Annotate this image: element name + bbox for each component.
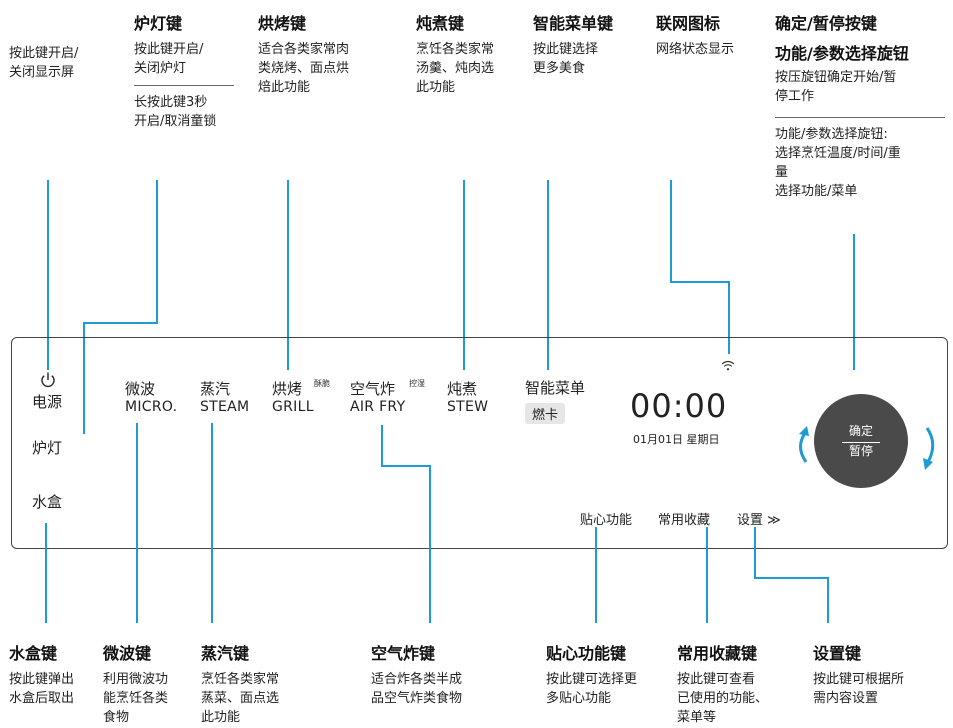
steam-key-title: 蒸汽键 [201,644,250,663]
care-function-key-title: 贴心功能键 [546,644,627,663]
power-desc: 按此键开启/关闭显示屏 [9,46,79,80]
care-function-leader [595,527,597,623]
micro-key-desc: 利用微波功能烹饪各类食物 [103,672,169,725]
clock-date: 01月01日 星期日 [633,433,720,446]
favorites-button[interactable]: 常用收藏 [658,513,711,528]
power-leader [47,180,49,370]
smart-menu-leader [547,180,549,370]
lamp-button[interactable]: 炉灯 [32,439,63,457]
favorites-key-title: 常用收藏键 [677,644,758,663]
settings-button[interactable]: 设置 ≫ [737,513,781,528]
settings-key-title: 设置键 [813,644,862,663]
knob-desc-press: 按压旋钮确定开始/暂停工作 [775,70,897,104]
micro-button[interactable]: 微波 MICRO. [125,380,178,415]
wifi-icon [721,360,735,371]
steam-button[interactable]: 蒸汽 STEAM [200,380,250,415]
confirm-pause-knob[interactable]: 确定 暂停 [814,394,908,488]
water-box-key-desc: 按此键弹出水盒后取出 [9,672,75,706]
favorites-key-desc: 按此键可查看已使用的功能、菜单等 [677,672,769,725]
steam-key-desc: 烹饪各类家常蒸菜、面点选此功能 [201,672,280,725]
water-box-button[interactable]: 水盒 [32,493,63,511]
settings-leader-down [827,577,829,623]
grill-crispy-tag: 酥脆 [314,379,330,388]
air-fry-key-title: 空气炸键 [371,644,436,663]
lamp-desc-separator [134,85,234,86]
wifi-icon-desc: 网络状态显示 [656,42,735,57]
smart-menu-key-title: 智能菜单键 [533,14,614,33]
grill-button[interactable]: 烘烤 GRILL [272,380,314,415]
air-fry-leader-up [381,425,383,467]
bake-key-title: 烘烤键 [258,14,307,33]
stew-button[interactable]: 炖煮 STEW [447,380,489,415]
power-button[interactable]: 电源 [32,393,63,411]
smart-menu-key-desc: 按此键选择更多美食 [533,42,599,76]
wifi-leader-horizontal [670,281,730,283]
stew-leader [463,180,465,370]
bake-key-desc: 适合各类家常肉类烧烤、面点烘焙此功能 [258,42,350,95]
lamp-leader-top [156,180,158,323]
knob-desc-rotate: 功能/参数选择旋钮:选择烹饪温度/时间/重量选择功能/菜单 [775,127,901,199]
air-fry-humidity-tag: 控湿 [409,379,425,388]
settings-leader-horizontal [754,577,829,579]
rotate-right-arrow-icon [923,427,935,470]
rotate-left-arrow-icon [799,426,809,463]
wifi-leader-top [670,180,672,282]
micro-leader [136,423,138,623]
care-function-button[interactable]: 贴心功能 [580,513,633,528]
wifi-leader-down [728,281,730,354]
stew-key-title: 炖煮键 [416,14,465,33]
air-fry-leader-down [429,465,431,623]
confirm-pause-title: 确定/暂停按键 [775,14,877,33]
knob-divider [842,442,880,443]
water-box-key-title: 水盒键 [9,644,58,663]
air-fry-leader-horizontal [381,465,431,467]
lamp-leader-horizontal [83,322,158,324]
knob-desc-separator [775,117,945,118]
knob-title: 功能/参数选择旋钮 [775,44,909,63]
smart-menu-button[interactable]: 智能菜单 [525,379,586,397]
micro-key-title: 微波键 [103,644,152,663]
stew-key-desc: 烹饪各类家常汤羹、炖肉选此功能 [416,42,495,95]
smart-menu-card-chip: 燃卡 [525,403,566,424]
settings-leader-up [754,527,756,579]
power-icon[interactable] [39,371,57,389]
settings-key-desc: 按此键可根据所需内容设置 [813,672,905,706]
wifi-icon-title: 联网图标 [656,14,721,33]
favorites-leader [706,527,708,623]
lamp-key-desc: 按此键开启/关闭炉灯 [134,42,204,76]
lamp-leader-down [83,322,85,434]
care-function-key-desc: 按此键可选择更多贴心功能 [546,672,638,706]
control-panel [11,337,948,549]
lamp-key-desc-longpress: 长按此键3秒开启/取消童锁 [134,95,217,129]
knob-leader [853,234,855,370]
steam-leader [211,423,213,623]
water-box-leader [45,523,47,623]
lamp-key-title: 炉灯键 [134,14,183,33]
air-fry-button[interactable]: 空气炸 AIR FRY [350,380,406,415]
clock-time: 00:00 [630,387,728,425]
bake-leader [287,180,289,370]
air-fry-key-desc: 适合炸各类半成品空气炸类食物 [371,672,463,706]
